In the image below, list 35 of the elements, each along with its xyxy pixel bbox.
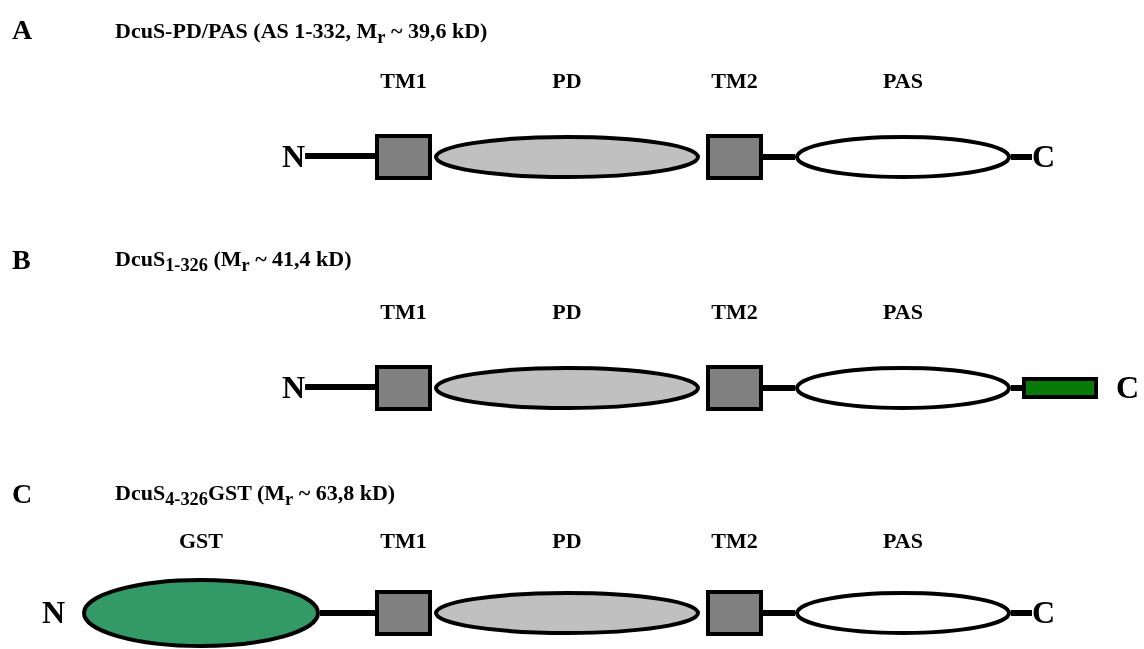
- linker-line: [305, 153, 375, 159]
- linker-line: [1011, 385, 1022, 391]
- domain-label: PAS: [883, 528, 923, 554]
- panel-letter: A: [12, 14, 33, 46]
- domain-label: TM2: [711, 528, 758, 554]
- domain-label: PAS: [883, 68, 923, 94]
- construct-title: DcuS$_{1-326}$ (M$_{r}$ ~ 41,4 kD): [115, 246, 352, 277]
- domain-label: PD: [552, 528, 582, 554]
- linker-line: [305, 384, 375, 390]
- linker-line: [1011, 610, 1032, 616]
- domain-label: PD: [552, 68, 582, 94]
- terminus-label: C: [1116, 370, 1140, 404]
- domain-label: TM2: [711, 299, 758, 325]
- domain-label: PAS: [883, 299, 923, 325]
- terminus-label: N: [282, 139, 306, 173]
- linker-line: [1011, 154, 1032, 160]
- construct-title: DcuS$_{4-326}$GST (M$_{r}$ ~ 63,8 kD): [115, 480, 396, 511]
- domain-label: TM1: [380, 299, 427, 325]
- domain-label: TM2: [711, 68, 758, 94]
- domain-box: [1022, 377, 1098, 399]
- terminus-label: C: [1032, 139, 1056, 173]
- panel-letter: B: [12, 244, 31, 276]
- construct-title: DcuS-PD/PAS (AS 1-332, M$_{r}$ ~ 39,6 kD): [115, 18, 488, 49]
- terminus-label: N: [42, 595, 66, 629]
- linker-line: [763, 385, 795, 391]
- domain-label: TM1: [380, 528, 427, 554]
- domain-label: GST: [179, 528, 223, 554]
- linker-line: [763, 154, 795, 160]
- domain-label: TM1: [380, 68, 427, 94]
- domain-label: PD: [552, 299, 582, 325]
- linker-line: [763, 610, 795, 616]
- terminus-label: N: [282, 370, 306, 404]
- terminus-label: C: [1032, 595, 1056, 629]
- linker-line: [320, 610, 375, 616]
- panel-letter: C: [12, 478, 33, 510]
